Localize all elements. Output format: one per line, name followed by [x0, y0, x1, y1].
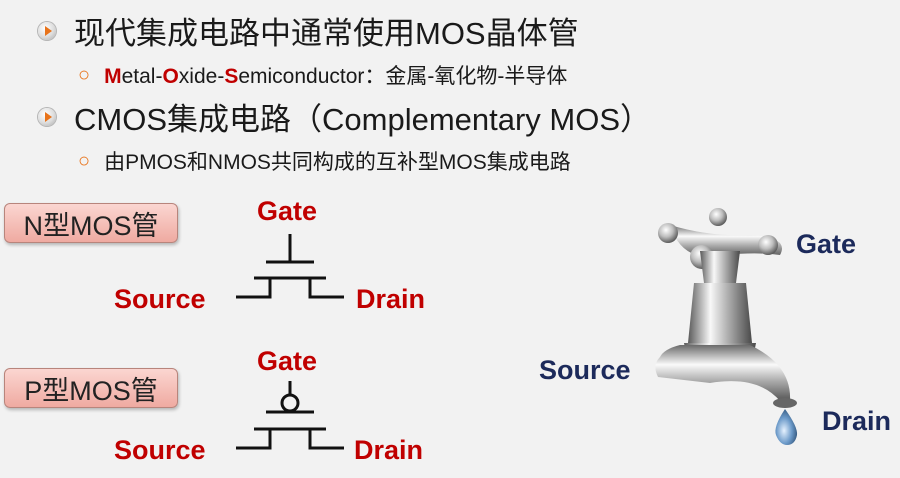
faucet-drain-label: Drain — [822, 406, 892, 436]
play-bullet-icon — [38, 107, 56, 126]
word-xide: xide- — [178, 65, 225, 88]
pmos-source-label: Source — [114, 435, 206, 465]
water-drop-icon — [775, 409, 798, 445]
sub-bullet-cmos-desc: ○ 由PMOS和NMOS共同构成的互补型MOS集成电路 — [78, 146, 571, 176]
circle-bullet-icon: ○ — [78, 63, 91, 86]
pmos-gate-label: Gate — [257, 346, 318, 376]
bullet-text: CMOS集成电路（Complementary MOS） — [74, 102, 652, 137]
word-etal: etal- — [121, 65, 163, 88]
bullet-mos-usage: 现代集成电路中通常使用MOS晶体管 — [38, 8, 579, 53]
nmos-gate-label: Gate — [257, 196, 318, 226]
sub-bullet-mos-expansion: ○ Metal-Oxide-Semiconductor：金属-氧化物-半导体 — [78, 60, 567, 90]
faucet-source-label: Source — [539, 355, 631, 385]
word-emiconductor: emiconductor：金属-氧化物-半导体 — [238, 65, 568, 88]
pmos-label: P型MOS管 — [4, 368, 178, 408]
letter-o: O — [162, 65, 179, 88]
nmos-label: N型MOS管 — [4, 203, 178, 243]
sub-bullet-text: 由PMOS和NMOS共同构成的互补型MOS集成电路 — [104, 151, 571, 174]
nmos-source-label: Source — [114, 284, 206, 314]
circle-bullet-icon: ○ — [78, 149, 91, 172]
letter-m: M — [104, 65, 122, 88]
pmos-drain-label: Drain — [354, 435, 424, 465]
sub-bullet-text: Metal-Oxide-Semiconductor：金属-氧化物-半导体 — [104, 60, 567, 90]
faucet-gate-label: Gate — [796, 229, 857, 259]
bullet-cmos: CMOS集成电路（Complementary MOS） — [38, 94, 651, 139]
letter-s: S — [224, 65, 239, 88]
bullet-text: 现代集成电路中通常使用MOS晶体管 — [74, 16, 579, 51]
play-bullet-icon — [38, 21, 56, 40]
faucet-icon — [655, 208, 798, 445]
nmos-drain-label: Drain — [356, 284, 426, 314]
